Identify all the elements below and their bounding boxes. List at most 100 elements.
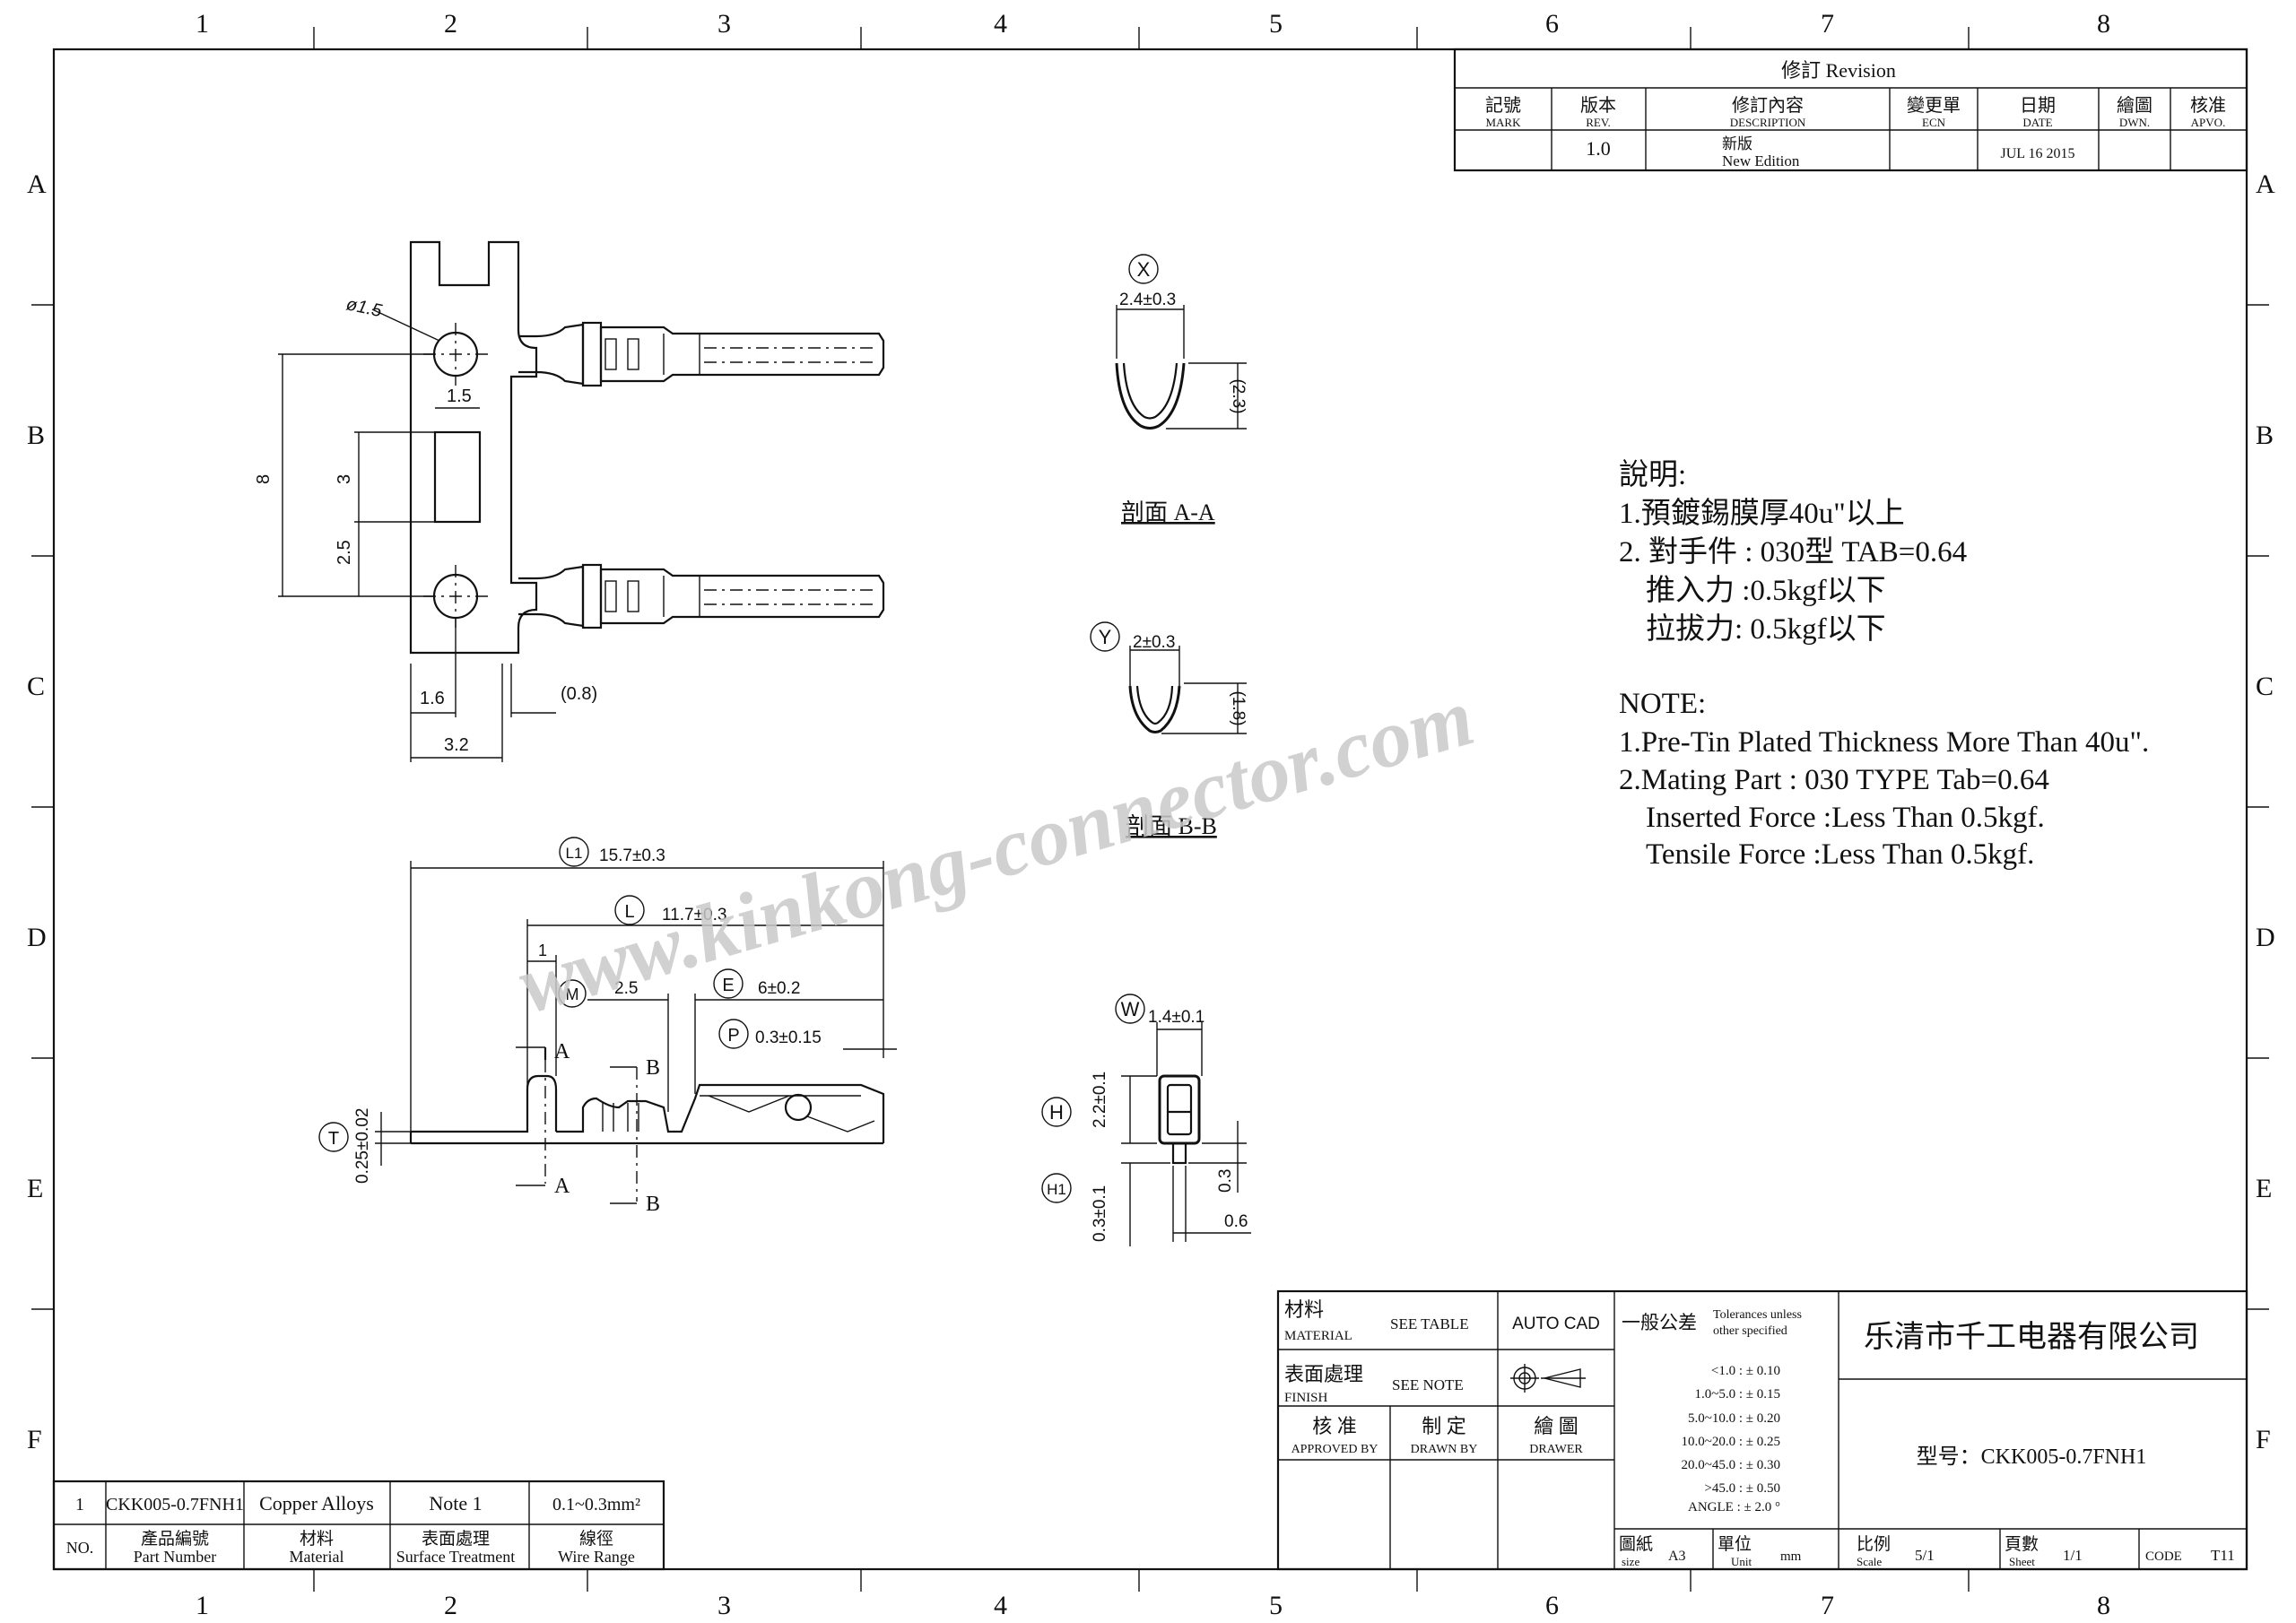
rev-header-en: APVO. <box>2191 116 2226 129</box>
rev-header-en: ECN <box>1922 116 1946 129</box>
rev-header-en: DATE <box>2022 116 2052 129</box>
dim-aa-height: (2.3) <box>1229 378 1248 413</box>
callout-label: E <box>722 976 734 995</box>
tb-material-en: MATERIAL <box>1284 1329 1352 1343</box>
tb-model: 型号：CKK005-0.7FNH1 <box>1917 1445 2147 1469</box>
row-label: D <box>2256 923 2275 952</box>
part-material: Copper Alloys <box>259 1492 374 1515</box>
rev-header: 繪圖 <box>2117 95 2152 116</box>
col-label: 2 <box>444 9 457 39</box>
row-label: D <box>27 923 47 952</box>
tb-tol-row: 20.0~45.0 : ± 0.30 <box>1681 1458 1780 1472</box>
tb-tol-row: <1.0 : ± 0.10 <box>1711 1364 1780 1378</box>
callout-label: H1 <box>1047 1181 1066 1198</box>
dim-aa-width: 2.4±0.3 <box>1119 291 1176 309</box>
end-profile-outer <box>1158 1074 1201 1145</box>
rev-header-en: REV. <box>1586 116 1611 129</box>
col-label: 1 <box>196 1591 209 1620</box>
callout-circle <box>713 968 744 999</box>
col-label: 3 <box>718 9 731 39</box>
carrier-strip <box>409 240 538 655</box>
dim-bb-height: (1.8) <box>1229 690 1248 725</box>
part-header: 材料 <box>300 1529 334 1549</box>
callout-circle <box>1115 994 1145 1024</box>
tb-approved-en: APPROVED BY <box>1292 1443 1378 1456</box>
callout-label: P <box>727 1026 739 1046</box>
dim-end-width: 1.4±0.1 <box>1148 1008 1205 1027</box>
rev-value: 1.0 <box>1586 137 1611 160</box>
callout-circle <box>558 979 587 1008</box>
note-en-line: Inserted Force :Less Than 0.5kgf. <box>1646 802 2045 834</box>
tb-size-val: A3 <box>1668 1549 1686 1564</box>
dim-p: 0.3±0.15 <box>755 1028 822 1047</box>
note-cn-line: 推入力 :0.5kgf以下 <box>1646 574 1886 607</box>
callout-label: W <box>1121 998 1140 1020</box>
tb-tol-row: 5.0~10.0 : ± 0.20 <box>1688 1411 1780 1426</box>
rev-date: JUL 16 2015 <box>2001 146 2075 161</box>
dim-bb-width: 2±0.3 <box>1133 633 1175 652</box>
end-view: W 1.4±0.1 2.2±0.1 H H1 0.3±0.1 0.3 0.6 <box>1041 994 1251 1246</box>
tb-sheet-cn: 頁數 <box>2005 1534 2039 1554</box>
col-label: 2 <box>444 1591 457 1620</box>
tb-tol-cn: 一般公差 <box>1622 1312 1697 1333</box>
rev-header: 核准 <box>2190 95 2226 116</box>
row-label: E <box>27 1174 43 1203</box>
section-aa-profile <box>1115 362 1186 430</box>
rev-header: 日期 <box>2020 96 2056 116</box>
tb-unit-en: Unit <box>1731 1555 1752 1568</box>
note-cn-line: 2. 對手件 : 030型 TAB=0.64 <box>1619 535 1967 568</box>
rev-header-en: MARK <box>1485 116 1521 129</box>
section-bb-profile <box>1128 685 1181 733</box>
tb-tol-row: 1.0~5.0 : ± 0.15 <box>1694 1387 1780 1402</box>
tb-drawer-cn: 繪 圖 <box>1534 1415 1578 1437</box>
note-cn-line: 1.預鍍錫膜厚40u"以上 <box>1619 497 1905 530</box>
tb-material-cn: 材料 <box>1284 1298 1324 1321</box>
rev-header: 修訂內容 <box>1732 95 1804 116</box>
tb-unit-val: mm <box>1780 1549 1802 1564</box>
callout-circle <box>1041 1097 1072 1127</box>
note-en-line: 2.Mating Part : 030 TYPE Tab=0.64 <box>1619 764 2049 796</box>
callout-label: H <box>1049 1101 1064 1124</box>
dim-hole-dia: ø1.5 <box>344 294 385 321</box>
tb-tol-row: ANGLE : ± 2.0 ° <box>1688 1500 1780 1515</box>
col-label: 8 <box>2097 1591 2110 1620</box>
tb-tol-en: Tolerances unless <box>1713 1308 1802 1322</box>
rev-header-en: DESCRIPTION <box>1730 116 1806 129</box>
part-no: 1 <box>75 1495 84 1515</box>
section-mark-b: B <box>646 1056 660 1080</box>
tb-scale-en: Scale <box>1857 1555 1882 1568</box>
part-header-en: Material <box>290 1548 344 1566</box>
part-header-en: Surface Treatment <box>396 1548 515 1566</box>
notes-en: NOTE: 1.Pre-Tin Plated Thickness More Th… <box>1619 688 2149 871</box>
dim-1-6: 1.6 <box>420 689 445 708</box>
rev-header-en: DWN. <box>2119 116 2150 129</box>
tb-size-en: size <box>1622 1555 1639 1568</box>
col-label: 8 <box>2097 9 2110 39</box>
top-view: ø1.5 1.5 8 3 2.5 1.6 (0.8) 3.2 <box>254 240 885 762</box>
note-cn-line: 拉拔力: 0.5kgf以下 <box>1646 612 1886 646</box>
dim-1-5: 1.5 <box>447 386 472 406</box>
callout-circle <box>318 1122 349 1152</box>
section-mark-b: B <box>646 1193 660 1216</box>
callout-circle <box>1041 1173 1072 1203</box>
tb-drawn-en: DRAWN BY <box>1411 1443 1478 1456</box>
row-label: C <box>27 672 45 701</box>
dim-2-5-side: 2.5 <box>614 979 638 998</box>
part-header: 產品編號 <box>141 1529 209 1549</box>
col-label: 4 <box>994 1591 1007 1620</box>
tb-autocad: AUTO CAD <box>1512 1315 1600 1333</box>
side-view: L1 15.7±0.3 L 11.7±0.3 1 M 2.5 E 6±0.2 P… <box>318 837 897 1216</box>
part-table: 1 CKK005-0.7FNH1 Copper Alloys Note 1 0.… <box>52 1480 665 1571</box>
part-header: NO. <box>66 1539 94 1557</box>
callout-label: Y <box>1099 626 1112 648</box>
part-surface: Note 1 <box>429 1492 482 1515</box>
note-en-line: NOTE: <box>1619 688 1706 720</box>
col-label: 6 <box>1545 1591 1559 1620</box>
dim-t: 0.25±0.02 <box>353 1108 372 1184</box>
tb-company: 乐清市千工电器有限公司 <box>1864 1320 2199 1354</box>
tb-scale-cn: 比例 <box>1857 1534 1891 1554</box>
dim-2-5: 2.5 <box>335 540 354 565</box>
section-mark-a: A <box>554 1175 570 1198</box>
callout-circle <box>1090 621 1120 652</box>
